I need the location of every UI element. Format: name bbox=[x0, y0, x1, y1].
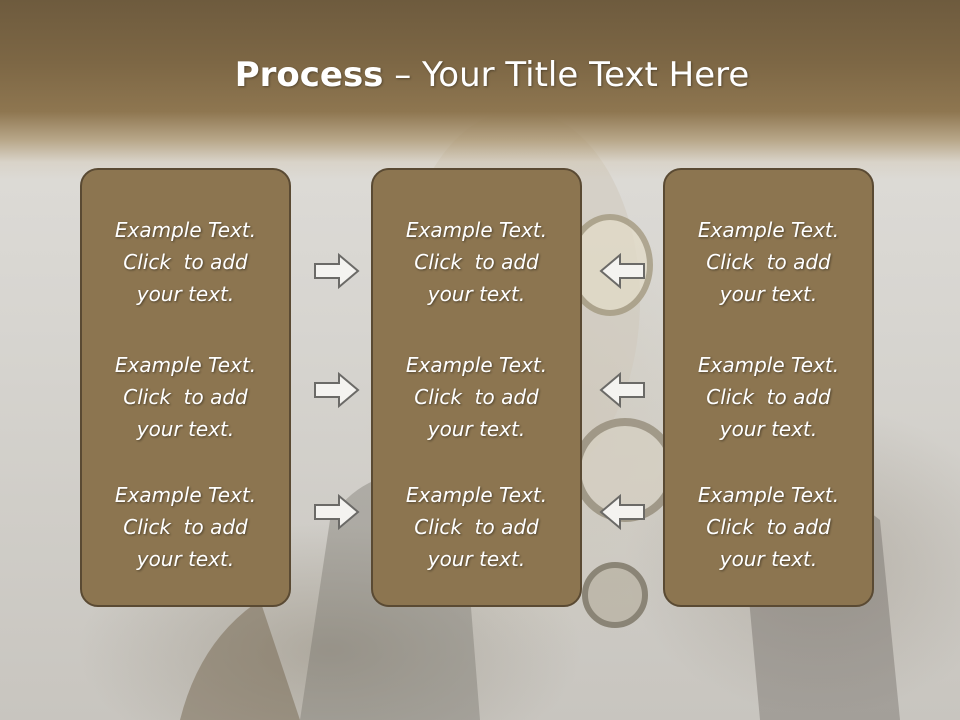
text-line: Click to add bbox=[123, 250, 248, 274]
arrow-left-icon bbox=[599, 371, 645, 409]
text-line: Click to add bbox=[414, 250, 539, 274]
text-line: your text. bbox=[136, 282, 235, 306]
text-block[interactable]: Example Text. Click to add your text. bbox=[665, 214, 872, 310]
text-line: Click to add bbox=[123, 385, 248, 409]
text-block[interactable]: Example Text. Click to add your text. bbox=[82, 349, 289, 445]
text-line: Click to add bbox=[414, 385, 539, 409]
text-line: your text. bbox=[427, 417, 526, 441]
text-block[interactable]: Example Text. Click to add your text. bbox=[82, 479, 289, 575]
text-line: Example Text. bbox=[697, 218, 840, 242]
arrow-left-icon bbox=[599, 252, 645, 290]
text-line: your text. bbox=[719, 282, 818, 306]
text-line: your text. bbox=[136, 547, 235, 571]
arrow-left-icon bbox=[599, 493, 645, 531]
title-rest-part: – Your Title Text Here bbox=[383, 55, 750, 95]
arrow-right-icon bbox=[314, 371, 360, 409]
process-box-right[interactable]: Example Text. Click to add your text. Ex… bbox=[663, 168, 874, 607]
text-block[interactable]: Example Text. Click to add your text. bbox=[373, 214, 580, 310]
arrow-right-icon bbox=[314, 252, 360, 290]
text-block[interactable]: Example Text. Click to add your text. bbox=[665, 349, 872, 445]
text-line: Click to add bbox=[123, 515, 248, 539]
text-line: Example Text. bbox=[114, 483, 257, 507]
text-line: Example Text. bbox=[405, 218, 548, 242]
text-line: Example Text. bbox=[697, 483, 840, 507]
text-line: Click to add bbox=[414, 515, 539, 539]
title-band bbox=[0, 0, 960, 180]
text-block[interactable]: Example Text. Click to add your text. bbox=[373, 479, 580, 575]
text-line: Example Text. bbox=[405, 483, 548, 507]
text-line: Example Text. bbox=[114, 353, 257, 377]
text-block[interactable]: Example Text. Click to add your text. bbox=[665, 479, 872, 575]
process-box-left[interactable]: Example Text. Click to add your text. Ex… bbox=[80, 168, 291, 607]
title-bold-part: Process bbox=[234, 55, 384, 95]
text-line: Click to add bbox=[706, 385, 831, 409]
text-line: your text. bbox=[427, 282, 526, 306]
text-line: your text. bbox=[427, 547, 526, 571]
text-line: your text. bbox=[719, 417, 818, 441]
slide-title[interactable]: Process – Your Title Text Here bbox=[0, 50, 960, 100]
text-line: your text. bbox=[136, 417, 235, 441]
process-box-center[interactable]: Example Text. Click to add your text. Ex… bbox=[371, 168, 582, 607]
text-line: your text. bbox=[719, 547, 818, 571]
text-line: Example Text. bbox=[114, 218, 257, 242]
text-line: Example Text. bbox=[405, 353, 548, 377]
text-line: Click to add bbox=[706, 250, 831, 274]
arrow-right-icon bbox=[314, 493, 360, 531]
text-line: Example Text. bbox=[697, 353, 840, 377]
text-block[interactable]: Example Text. Click to add your text. bbox=[82, 214, 289, 310]
text-line: Click to add bbox=[706, 515, 831, 539]
text-block[interactable]: Example Text. Click to add your text. bbox=[373, 349, 580, 445]
